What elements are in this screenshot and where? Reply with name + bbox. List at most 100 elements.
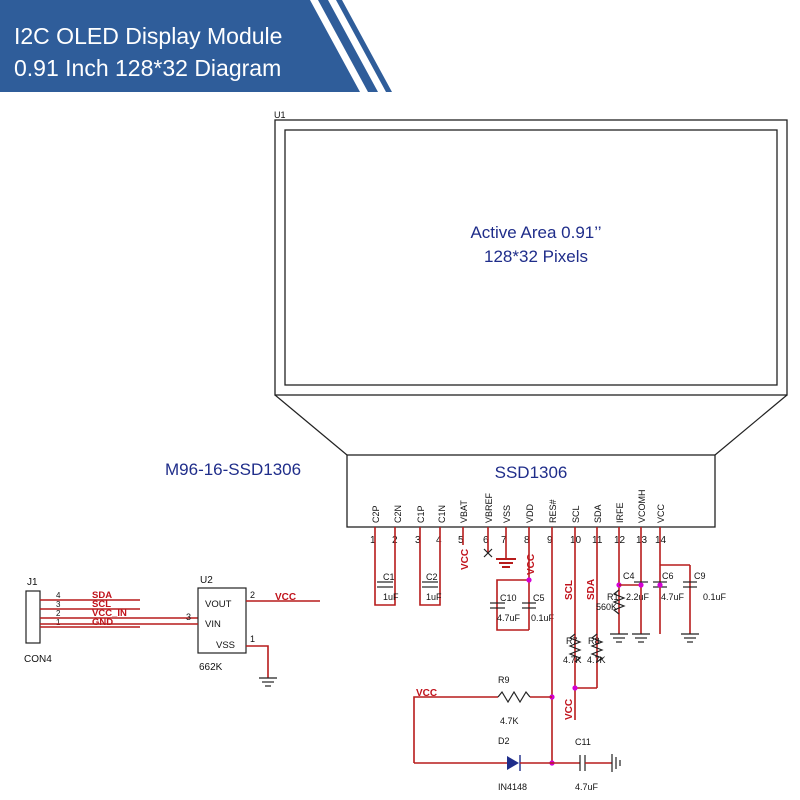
c5-value: 0.1uF	[531, 613, 555, 623]
ground-symbol-c11	[611, 754, 621, 772]
active-area-pixels-text: 128*32 Pixels	[484, 247, 588, 266]
d2-value: IN4148	[498, 782, 527, 792]
r9-resistor	[497, 690, 531, 704]
pin-name-2: C2N	[393, 505, 403, 523]
pin-number-8: 8	[524, 535, 530, 546]
d2-ref: D2	[498, 736, 510, 746]
r8-ref: R8	[588, 636, 600, 646]
banner-stripe-1	[318, 0, 378, 92]
oled-outer-frame	[274, 119, 788, 396]
c1-ref: C1	[383, 572, 395, 582]
pin-number-1: 1	[370, 535, 376, 546]
c2-value: 1uF	[426, 592, 442, 602]
j1-part-label: CON4	[24, 654, 52, 665]
pin-number-4: 4	[436, 535, 442, 546]
junction-vcc-pin	[657, 582, 663, 588]
d2-diode-symbol	[507, 756, 519, 770]
r9-value: 4.7K	[500, 716, 519, 726]
pin-number-7: 7	[501, 535, 507, 546]
u2-pin-vin: VIN	[205, 619, 221, 630]
j1-pin-number-3: 3	[56, 600, 61, 609]
vbat-net-label: VCC	[460, 549, 471, 570]
flex-taper-right	[714, 394, 788, 456]
pin-name-11: SDA	[593, 504, 603, 523]
j1-net-label-4: SDA	[92, 590, 112, 601]
wire-c10	[496, 579, 529, 631]
vdd-net-label: VCC	[526, 554, 537, 575]
pin-name-13: VCOMH	[637, 490, 647, 524]
r7-value: 4.7K	[563, 655, 582, 665]
c9-ref: C9	[694, 571, 706, 581]
c11-value: 4.7uF	[575, 782, 599, 792]
sda-net-label: SDA	[586, 579, 597, 600]
c11-ref: C11	[575, 737, 591, 747]
pin-name-6: VBREF	[484, 492, 494, 523]
pin-name-12: IRFE	[615, 502, 625, 523]
wire-vss	[246, 645, 269, 678]
j1-net-label-3: SCL	[92, 599, 111, 610]
junction-vcomh	[638, 582, 644, 588]
pin-name-7: VSS	[502, 505, 512, 523]
wire-c1	[374, 527, 396, 606]
pin-name-5: VBAT	[459, 500, 469, 523]
r7-ref: R7	[566, 636, 578, 646]
banner-title-line1: I2C OLED Display Module	[14, 23, 282, 49]
flex-taper-left	[274, 394, 348, 456]
c1-value: 1uF	[383, 592, 399, 602]
j1-pins: 4 SDA 3 SCL 2 VCC_IN 1 GND	[40, 590, 198, 628]
pin-name-10: SCL	[571, 505, 581, 523]
u2-vss-pin-number: 1	[250, 634, 255, 644]
r1-ref: R1	[607, 592, 619, 602]
u2-vin-pin-number: 3	[186, 612, 191, 622]
pin-name-9: RES#	[548, 499, 558, 523]
u2-part-label: 662K	[199, 662, 223, 673]
active-area-text: Active Area 0.91’’	[470, 223, 601, 242]
u2-pin-vss: VSS	[216, 640, 235, 651]
pullup-vcc-label: VCC	[564, 699, 575, 720]
r1-value: 560K	[596, 602, 617, 612]
r1-resistor	[612, 589, 626, 615]
pin-number-6: 6	[483, 535, 489, 546]
u2-vout-pin-number: 2	[250, 590, 255, 600]
pin-number-9: 9	[547, 535, 553, 546]
banner-stripe-2	[336, 0, 392, 92]
ground-symbol-u2	[259, 677, 277, 687]
c4-value: 2.2uF	[626, 592, 650, 602]
r7-resistor	[568, 633, 582, 663]
pin-name-14: VCC	[656, 503, 666, 523]
r8-value: 4.7K	[587, 655, 606, 665]
scl-net-label: SCL	[564, 580, 575, 600]
u2-out-net-label: VCC	[275, 592, 296, 603]
header-banner: I2C OLED Display Module 0.91 Inch 128*32…	[0, 0, 392, 92]
junction-pullup	[572, 685, 578, 691]
controller-pins: C2P1C2N2C1P3C1N4VBAT5VBREF6VSS7VDD8RES#9…	[370, 490, 667, 547]
j1-pin-number-4: 4	[56, 591, 61, 600]
pin-name-3: C1P	[416, 505, 426, 523]
controller-block	[346, 454, 716, 528]
reset-vcc-label: VCC	[416, 688, 437, 699]
c2-ref: C2	[426, 572, 438, 582]
banner-background	[0, 0, 360, 92]
banner-title-line2: 0.91 Inch 128*32 Diagram	[14, 55, 281, 81]
j1-pin-number-2: 2	[56, 609, 61, 618]
pin-name-8: VDD	[525, 503, 535, 523]
r9-ref: R9	[498, 675, 510, 685]
j1-connector-body	[25, 590, 41, 644]
pin-number-3: 3	[415, 535, 421, 546]
c10-value: 4.7uF	[497, 613, 521, 623]
j1-ref-label: J1	[27, 577, 38, 588]
u2-ref-label: U2	[200, 575, 213, 586]
j1-net-label-2: VCC_IN	[92, 608, 127, 619]
u2-pin-vout: VOUT	[205, 599, 232, 610]
ground-symbol-vss	[496, 558, 516, 568]
wire-c2	[419, 527, 441, 606]
c5-ref: C5	[533, 593, 545, 603]
j1-pin-number-1: 1	[56, 618, 61, 627]
c6-ref: C6	[662, 571, 674, 581]
vbref-noconnect-b	[483, 548, 493, 558]
pin-number-5: 5	[458, 535, 464, 546]
module-name-label: M96-16-SSD1306	[165, 460, 301, 479]
j1-net-label-1: GND	[92, 617, 113, 628]
c10-ref: C10	[500, 593, 517, 603]
